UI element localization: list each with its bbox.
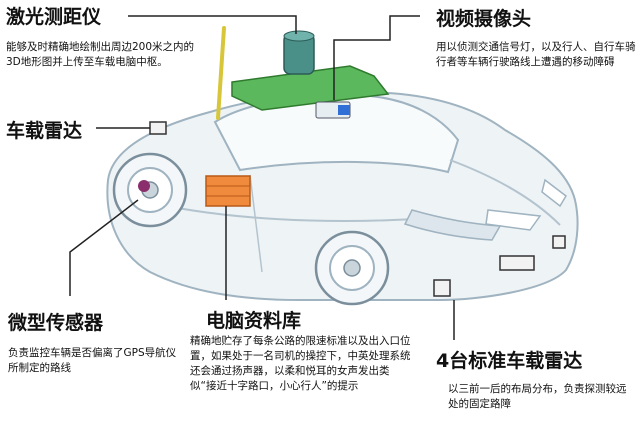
- desc-laser-rangefinder: 能够及时精确地绘制出周边200米之内的3D地形图并上传至车载电脑中枢。: [6, 41, 195, 68]
- computer-box-icon: [205, 175, 251, 207]
- leader-lines: [69, 15, 455, 340]
- rear-radar-icon: [149, 121, 167, 135]
- desc-video-camera: 用以侦测交通信号灯，以及行人、自行车骑行者等车辆行驶路线上遭遇的移动障碍: [436, 41, 636, 68]
- laser-unit-icon: [283, 30, 315, 75]
- front-radar-icon-1: [433, 279, 451, 297]
- label-vehicle-radar: 车载雷达: [6, 120, 83, 142]
- desc-micro-sensor: 负责监控车辆是否偏离了GPS导航仪所制定的路线: [8, 347, 177, 374]
- label-micro-sensor: 微型传感器: [8, 312, 104, 334]
- label-laser-rangefinder: 激光测距仪: [6, 6, 102, 28]
- rear-wheel: [112, 152, 188, 228]
- desc-four-radars: 以三前一后的布局分布，负责探测较远处的固定路障: [448, 383, 627, 410]
- car-body: [106, 90, 579, 301]
- desc-computer-database: 精确地贮存了每条公路的限速标准以及出入口位置，如果处于一名司机的操控下，中英处理…: [190, 335, 411, 392]
- door-line: [249, 174, 263, 273]
- label-computer-database: 电脑资料库: [206, 310, 302, 332]
- headlight-right: [541, 178, 567, 208]
- label-video-camera: 视频摄像头: [436, 8, 532, 30]
- front-wheel: [314, 230, 390, 306]
- headlight-left: [485, 209, 542, 231]
- hood-line: [449, 159, 561, 226]
- label-four-radars: 4台标准车载雷达: [436, 350, 583, 372]
- camera-icon: [315, 101, 351, 119]
- front-radar-icon-3: [552, 235, 566, 249]
- sensor-icon: [138, 180, 150, 192]
- roof-rack: [231, 65, 390, 111]
- front-radar-icon-2: [499, 255, 535, 271]
- grille: [403, 209, 502, 241]
- antenna: [216, 26, 226, 120]
